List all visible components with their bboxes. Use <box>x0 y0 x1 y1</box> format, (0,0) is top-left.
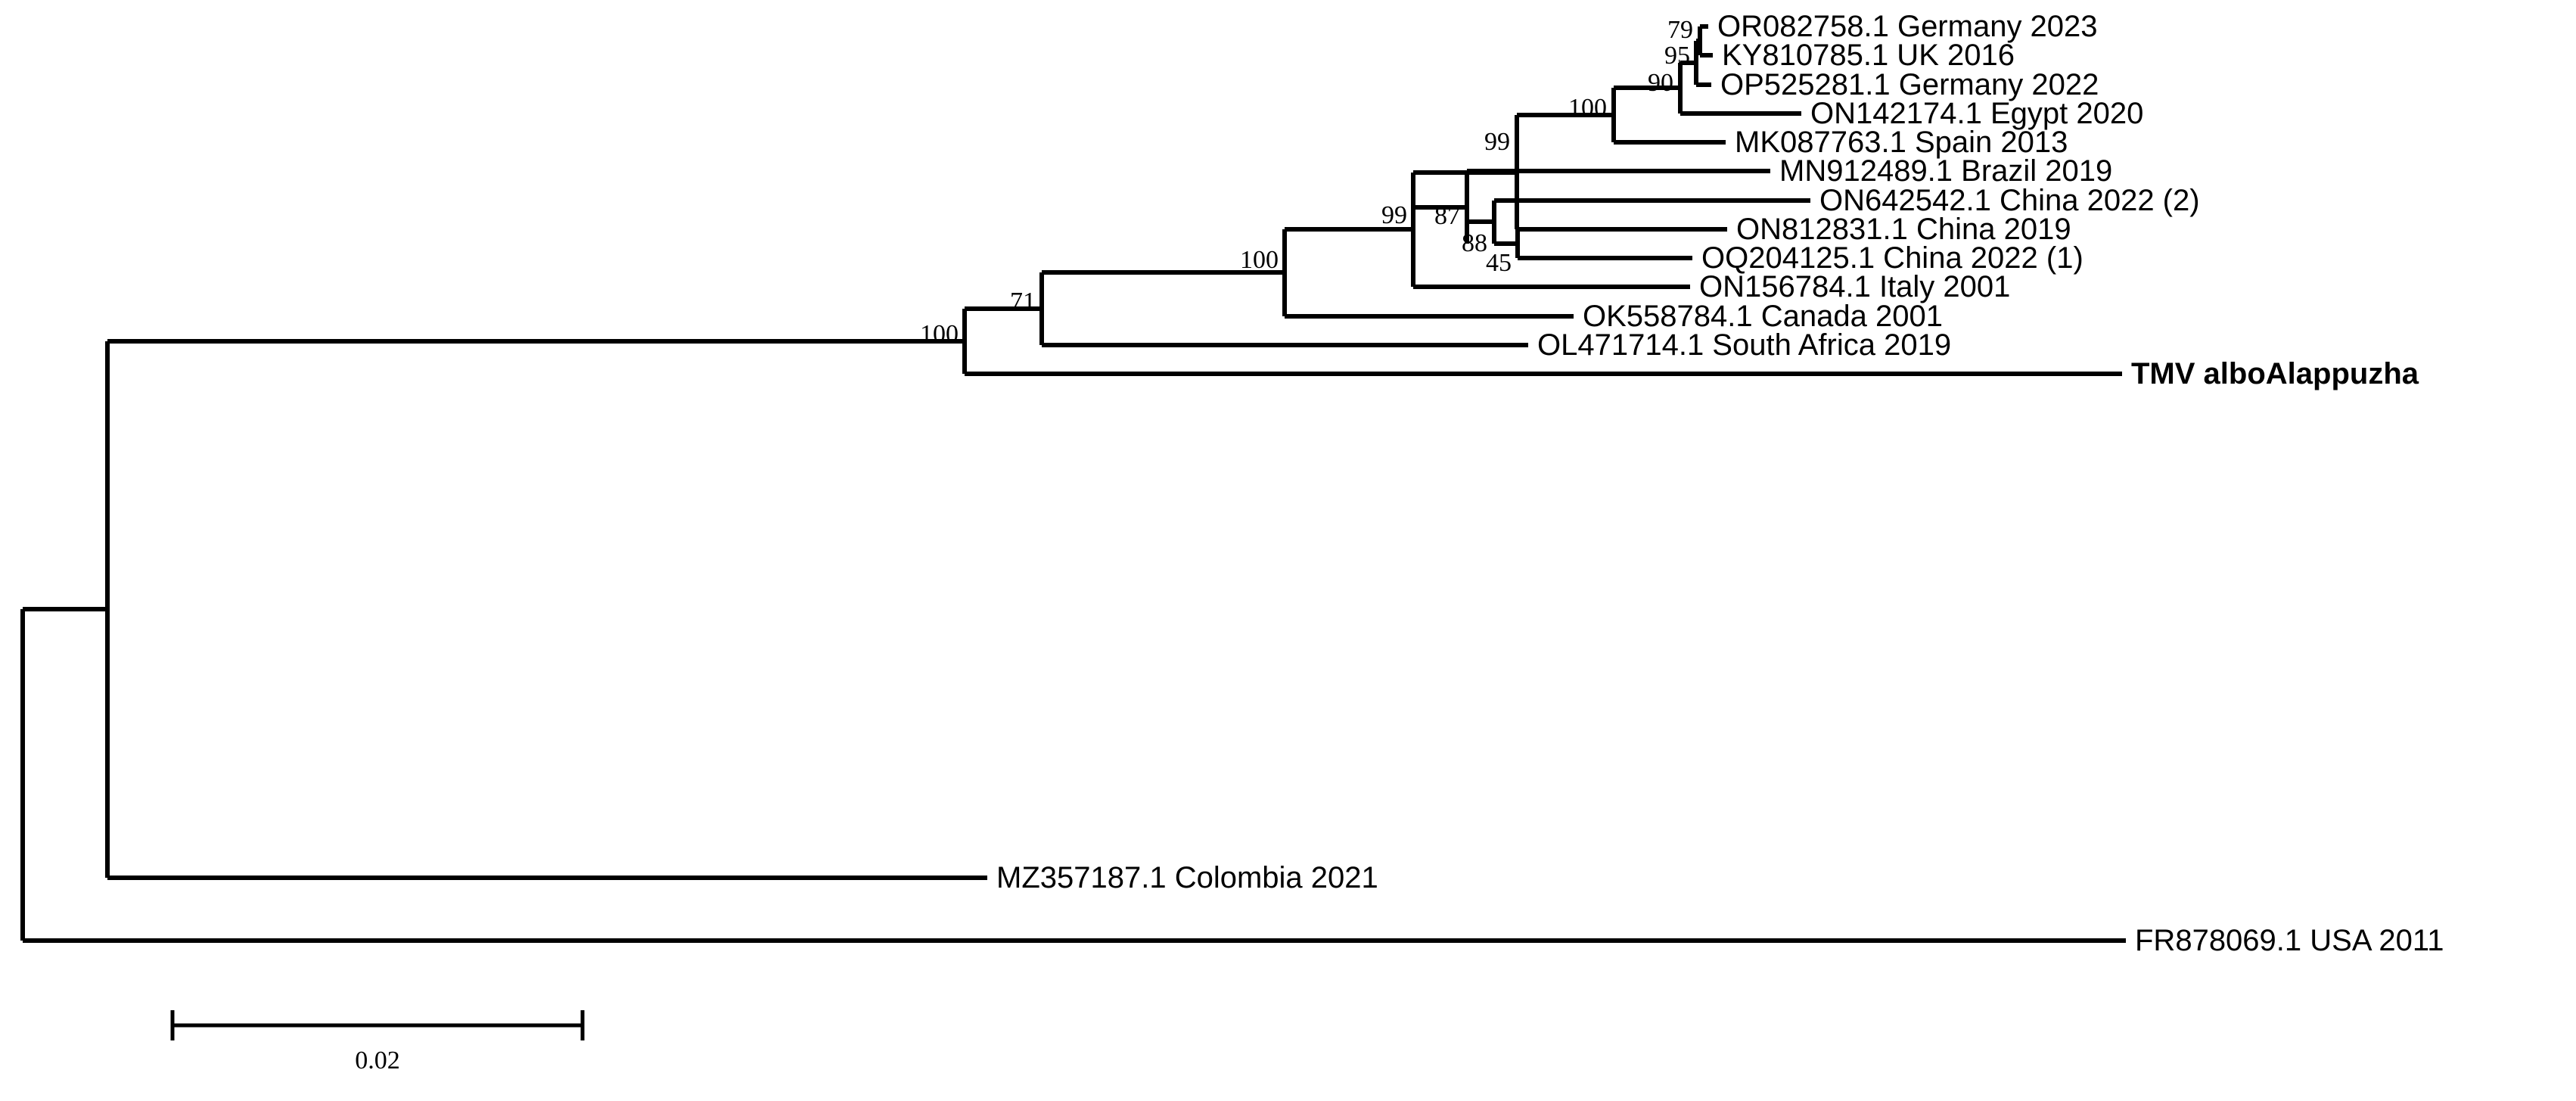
tip-label-on642542-1: ON642542.1 China 2022 (2) <box>1819 184 2200 217</box>
tip-label-ol471714-1: OL471714.1 South Africa 2019 <box>1537 328 1952 362</box>
tip-label-tmv-alboalappuzha: TMV alboAlappuzha <box>2131 357 2419 390</box>
bootstrap-value: 100 <box>1240 246 1279 274</box>
tip-label-mn912489-1: MN912489.1 Brazil 2019 <box>1779 154 2113 188</box>
scale-bar-group <box>170 1010 585 1040</box>
tip-label-ky810785-1: KY810785.1 UK 2016 <box>1722 39 2015 72</box>
tip-label-or082758-1: OR082758.1 Germany 2023 <box>1717 10 2098 43</box>
bootstrap-value: 90 <box>1648 69 1673 97</box>
tip-label-on812831-1: ON812831.1 China 2019 <box>1736 213 2071 246</box>
tip-label-mk087763-1: MK087763.1 Spain 2013 <box>1735 126 2068 159</box>
bootstrap-value: 71 <box>1010 288 1036 316</box>
tip-label-oq204125-1: OQ204125.1 China 2022 (1) <box>1701 241 2083 275</box>
tip-label-mz357187-1: MZ357187.1 Colombia 2021 <box>996 861 1378 894</box>
tip-label-op525281-1: OP525281.1 Germany 2022 <box>1720 68 2099 101</box>
branch-layer <box>20 24 2126 943</box>
bootstrap-value: 87 <box>1434 202 1460 230</box>
bootstrap-value: 100 <box>1568 94 1607 122</box>
bootstrap-value: 99 <box>1484 128 1510 156</box>
tip-label-fr878069-1: FR878069.1 USA 2011 <box>2135 924 2444 957</box>
scale-bar-label: 0.02 <box>355 1047 400 1075</box>
tip-label-on142174-1: ON142174.1 Egypt 2020 <box>1810 97 2144 130</box>
bootstrap-value: 45 <box>1486 249 1512 277</box>
bootstrap-value: 79 <box>1667 16 1693 44</box>
bootstrap-value: 88 <box>1462 229 1487 257</box>
tip-label-ok558784-1: OK558784.1 Canada 2001 <box>1583 300 1943 333</box>
bootstrap-value: 100 <box>920 320 959 348</box>
bootstrap-value: 99 <box>1381 201 1407 229</box>
bootstrap-value: 95 <box>1664 42 1690 70</box>
tip-label-on156784-1: ON156784.1 Italy 2001 <box>1699 270 2011 303</box>
